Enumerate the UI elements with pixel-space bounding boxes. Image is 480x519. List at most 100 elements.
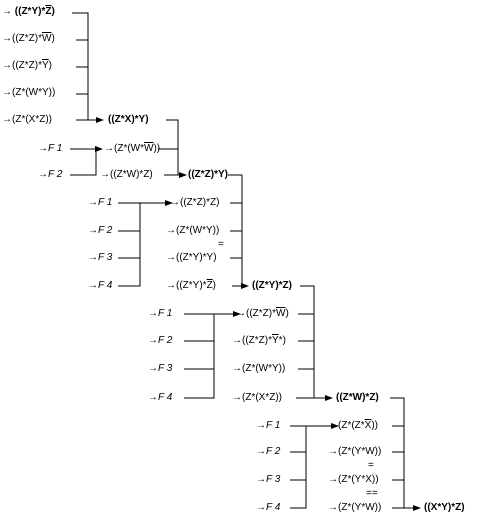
expr-text-segment: →((Z*Y)*Y): [166, 252, 217, 263]
expr-text-segment: →: [148, 392, 158, 403]
expr-text-segment: F 2: [266, 446, 281, 457]
expr-text-segment: →((Z*Z)*: [2, 33, 42, 44]
expr-text-segment: X: [364, 420, 372, 431]
expr-text-segment: ): [51, 33, 55, 44]
result-node-final: ((X*Y)*Z): [424, 502, 465, 514]
expr-step3-1: →((Z*Z)*Z): [170, 197, 219, 209]
expr-text-segment: →((Z*Z)*: [2, 60, 42, 71]
result-node-3: ((Z*Y)*Z): [252, 280, 292, 292]
expr-text-segment: →((Z*Z)*: [232, 335, 272, 346]
rule-f3-label: →F 3: [88, 252, 112, 264]
expr-text-segment: →(Z*(W*Y)): [232, 363, 286, 374]
expr-step2-2: →((Z*W)*Z): [100, 169, 153, 181]
expr-text-segment: →(Z*(X*Z)): [232, 392, 282, 403]
expr-text-segment: →(Z*(Y*W)): [328, 446, 382, 457]
expr-text-segment: ): [51, 6, 55, 17]
expr-step5-4: →(Z*(Y*W)): [328, 502, 381, 514]
bracket-b1-out: [166, 119, 179, 175]
expr-text-segment: →((Z*Y)*: [166, 280, 207, 291]
expr-text-segment: F 4: [158, 392, 173, 403]
expr-text-segment: ): [48, 60, 53, 71]
expr-text-segment: →(Z*(W*: [104, 143, 144, 154]
result-node-1: ((Z*X)*Y): [108, 114, 149, 126]
expr-text-segment: F 1: [158, 308, 173, 319]
rule-f4-label: →F 4: [88, 280, 112, 292]
result-node-4: ((Z*W)*Z): [336, 392, 379, 404]
expr-text-segment: F 1: [266, 420, 281, 431]
expr-text-segment: →(Z*(W*Y)): [166, 225, 220, 236]
expr-step5-3: →(Z*(Y*X)): [328, 474, 379, 486]
expr-text-segment: F 2: [98, 225, 113, 236]
rule-f3-label: →F 3: [256, 474, 280, 486]
bracket-group-5-in: [290, 425, 307, 509]
rule-f2-label: →F 2: [88, 225, 112, 237]
rule-f4-label: →F 4: [256, 502, 280, 514]
double-equal-sign: ==: [366, 488, 378, 500]
expr-text-segment: ((X*Y)*Z): [424, 502, 465, 513]
expr-text-segment: →(Z*(Z*: [328, 420, 365, 431]
expr-option-4: →(Z*(X*Z)): [2, 114, 52, 126]
expr-text-segment: →(Z*(Y*X)): [328, 474, 379, 485]
expr-text-segment: ((Z*Y)*Z): [252, 280, 292, 291]
expr-text-segment: ((Z*W)*Z): [336, 392, 379, 403]
expr-step4-1: →((Z*Z)*W): [236, 308, 289, 320]
expr-text-segment: Y: [42, 60, 49, 71]
bracket-b4-out: [390, 397, 405, 508]
expr-text-segment: F 2: [48, 169, 63, 180]
rule-f2-label: →F 2: [38, 169, 62, 181]
expr-text-segment: F 1: [48, 143, 63, 154]
expr-text-segment: ((Z*Z)*Y): [188, 169, 228, 180]
expr-text-segment: →: [256, 446, 266, 457]
bracket-group-1: [72, 12, 89, 120]
expr-text-segment: Z: [206, 280, 213, 291]
expr-text-segment: →((Z*W)*Z): [100, 169, 153, 180]
expr-source: → ((Z*Y)*Z): [2, 6, 55, 18]
expr-step2-1: →(Z*(W*W)): [104, 143, 160, 155]
expr-text-segment: →: [38, 169, 48, 180]
expr-step3-3: →((Z*Y)*Y): [166, 252, 217, 264]
expr-text-segment: W: [42, 33, 52, 44]
expr-text-segment: F 4: [266, 502, 281, 513]
rule-f3-label: →F 3: [148, 363, 172, 375]
expr-text-segment: →: [88, 252, 98, 263]
expr-text-segment: *): [278, 335, 286, 346]
rule-f4-label: →F 4: [148, 392, 172, 404]
expr-text-segment: F 4: [98, 280, 113, 291]
expr-step5-1: →(Z*(Z*X)): [328, 420, 378, 432]
expr-text-segment: F 3: [158, 363, 173, 374]
expr-text-segment: →: [148, 308, 158, 319]
expr-text-segment: →(Z*(W*Y)): [2, 87, 56, 98]
expr-text-segment: →: [38, 143, 48, 154]
expr-text-segment: →((Z*Z)*Z): [170, 197, 220, 208]
expr-text-segment: Z: [45, 6, 52, 17]
expr-text-segment: F 2: [158, 335, 173, 346]
bracket-group-2-in: [70, 148, 97, 176]
expr-step3-2: →(Z*(W*Y)): [166, 225, 219, 237]
expr-step5-2: →(Z*(Y*W)): [328, 446, 381, 458]
bracket-group-4-in: [184, 313, 215, 399]
expr-text-segment: F 1: [98, 197, 113, 208]
expr-step4-2: →((Z*Z)*Y*): [232, 335, 286, 347]
rule-f1-label: →F 1: [256, 420, 280, 432]
expr-text-segment: → ((Z*Y)*: [2, 6, 46, 17]
expr-text-segment: W: [144, 143, 154, 154]
expr-text-segment: )): [153, 143, 161, 154]
expr-text-segment: ): [212, 280, 217, 291]
expr-text-segment: =: [218, 239, 224, 250]
expr-text-segment: →: [88, 280, 98, 291]
expr-option-2: →((Z*Z)*Y): [2, 60, 52, 72]
rule-f2-label: →F 2: [148, 335, 172, 347]
expr-text-segment: →: [88, 197, 98, 208]
expr-option-3: →(Z*(W*Y)): [2, 87, 55, 99]
expr-text-segment: =: [368, 460, 374, 471]
rule-f1-label: →F 1: [38, 143, 62, 155]
expr-text-segment: ((Z*X)*Y): [108, 114, 149, 125]
expr-option-1: →((Z*Z)*W): [2, 33, 55, 45]
expr-text-segment: W: [276, 308, 286, 319]
expr-text-segment: →: [256, 420, 266, 431]
expr-text-segment: F 3: [98, 252, 113, 263]
equal-sign: =: [368, 460, 374, 472]
rule-f2-label: →F 2: [256, 446, 280, 458]
expr-step4-3: →(Z*(W*Y)): [232, 363, 285, 375]
